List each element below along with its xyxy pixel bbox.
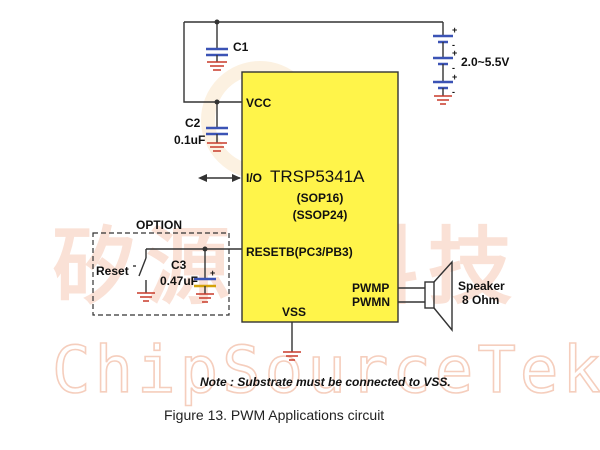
pin-vcc: VCC [246,96,272,110]
capacitor-c1 [206,22,228,71]
pin-io: I/O [246,171,262,185]
figure-caption: Figure 13. PWM Applications circuit [164,407,384,423]
svg-text:-: - [452,40,455,50]
pin-pwmn: PWMN [352,295,390,309]
svg-text:+: + [452,25,457,35]
chip-package-1: (SOP16) [297,191,344,205]
vss-ground [283,322,301,361]
c2-value: 0.1uF [174,133,205,147]
c2-label: C2 [185,116,201,130]
watermark-english: ChipSourceTek. [52,334,600,408]
reset-label: Reset [96,264,129,278]
c1-label: C1 [233,40,249,54]
svg-text:-: - [452,63,455,73]
c3-value: 0.47uF [160,274,198,288]
io-arrow [198,174,241,182]
chip-part-number: TRSP5341A [270,167,365,186]
pin-pwmp: PWMP [352,281,389,295]
vcc-wire [183,22,242,103]
option-label: OPTION [136,218,182,232]
svg-text:+: + [210,268,215,278]
chip-body [241,71,399,323]
capacitor-c2 [206,102,228,152]
option-box [92,232,230,316]
chip-package-2: (SSOP24) [293,208,348,222]
battery: + - + - + - [433,22,457,105]
supply-voltage-label: 2.0~5.5V [461,55,509,69]
svg-text:-: - [452,87,455,97]
capacitor-c3: + [194,249,216,303]
c3-label: C3 [171,258,187,272]
speaker-label: Speaker [458,279,505,293]
svg-text:+: + [452,72,457,82]
pin-resetb: RESETB(PC3/PB3) [246,245,353,259]
substrate-note: Note : Substrate must be connected to VS… [200,375,451,389]
reset-switch [133,249,155,302]
svg-text:+: + [452,48,457,58]
pin-vss: VSS [282,305,306,319]
speaker-impedance: 8 Ohm [462,293,499,307]
speaker-icon [398,260,453,332]
